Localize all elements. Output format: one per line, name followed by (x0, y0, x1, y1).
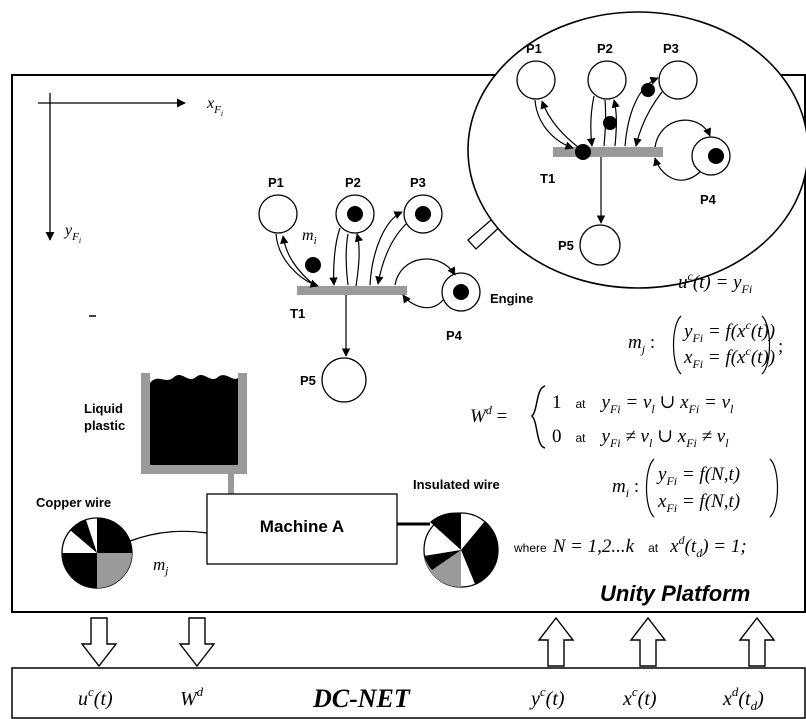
copper-wire-spool: Copper wire mj (36, 495, 208, 589)
label-p4: P4 (446, 328, 463, 343)
x-axis-label: xFi (206, 95, 223, 118)
eq-mi-lhs: mi : (612, 476, 639, 500)
tank-label-line2: plastic (84, 418, 125, 433)
equations: uc(t) = yFi mj : yFi = f(xc(t)) xFi = f(… (470, 269, 783, 560)
zoom-place-p3 (658, 60, 698, 100)
dc-net-labels: uc(t) Wd DC-NET yc(t) xc(t) xd(td) (78, 684, 764, 713)
bottom-dc-net: DC-NET (312, 684, 411, 713)
label-t1: T1 (290, 306, 305, 321)
liquid-plastic-tank: Liquid plastic (84, 373, 247, 494)
arrow-up-yc (537, 616, 575, 667)
copper-wire-label: Copper wire (36, 495, 111, 510)
token-mi (305, 257, 321, 273)
label-p3: P3 (410, 175, 426, 190)
transition-t1 (297, 286, 407, 295)
bottom-wd: Wd (180, 684, 204, 710)
place-p1 (258, 194, 298, 234)
bottom-xc: xc(t) (622, 684, 657, 710)
arrow-down-wd (178, 617, 216, 668)
label-p5: P5 (300, 373, 316, 388)
label-p1: P1 (268, 175, 284, 190)
zoom-label-p3: P3 (663, 41, 679, 56)
arrow-down-uc (80, 617, 118, 668)
y-axis-label: yFi (63, 222, 81, 245)
zoom-place-p2 (587, 60, 627, 100)
arrow-up-xc (629, 616, 667, 667)
bottom-uc: uc(t) (78, 684, 113, 710)
eq-mi-line2: xFi = f(N,t) (657, 491, 740, 515)
zoom-place-p5 (579, 224, 621, 266)
mj-label: mj (153, 555, 168, 577)
io-arrows (80, 616, 776, 668)
eq-mj-line1: yFi = f(xc(t)) (682, 318, 775, 345)
insulated-wire-label: Insulated wire (413, 477, 500, 492)
unity-platform-label: Unity Platform (600, 581, 750, 606)
eq-mi-line1: yFi = f(N,t) (656, 464, 740, 488)
label-engine: Engine (490, 291, 533, 306)
eq-mj-semicolon: ; (778, 336, 783, 357)
bottom-yc: yc(t) (529, 684, 565, 710)
arrow-up-xd (738, 616, 776, 667)
petri-net-zoom: P1 P2 P3 P4 P5 T1 (467, 11, 806, 289)
label-p2: P2 (345, 175, 361, 190)
eq-mj-line2: xFi = f(xc(t)) (683, 344, 775, 371)
eq-wd-lhs: Wd = (470, 403, 507, 427)
zoom-label-p2: P2 (597, 41, 613, 56)
tank-label-line1: Liquid (84, 401, 123, 416)
zoom-transition-t1 (553, 147, 663, 157)
petri-net-small: P1 P2 P3 P4 P5 T1 mi Engine (258, 175, 533, 403)
bottom-xd: xd(td) (722, 684, 764, 713)
zoom-label-p4: P4 (700, 192, 717, 207)
eq-uc: uc(t) = yFi (678, 269, 752, 296)
eq-mj-lhs: mj : (628, 332, 655, 356)
dc-net-bar (11, 667, 806, 719)
zoom-label-p5: P5 (558, 238, 574, 253)
machine-a-label: Machine A (260, 517, 344, 536)
zoom-place-p1 (516, 60, 556, 100)
axes: xFi yFi (38, 93, 223, 317)
label-mi: mi (302, 227, 317, 247)
machine-a-box (206, 493, 398, 565)
zoom-label-t1: T1 (540, 171, 555, 186)
insulated-wire-spool: Insulated wire (397, 477, 500, 588)
zoom-label-p1: P1 (526, 41, 542, 56)
place-p5 (321, 357, 367, 403)
